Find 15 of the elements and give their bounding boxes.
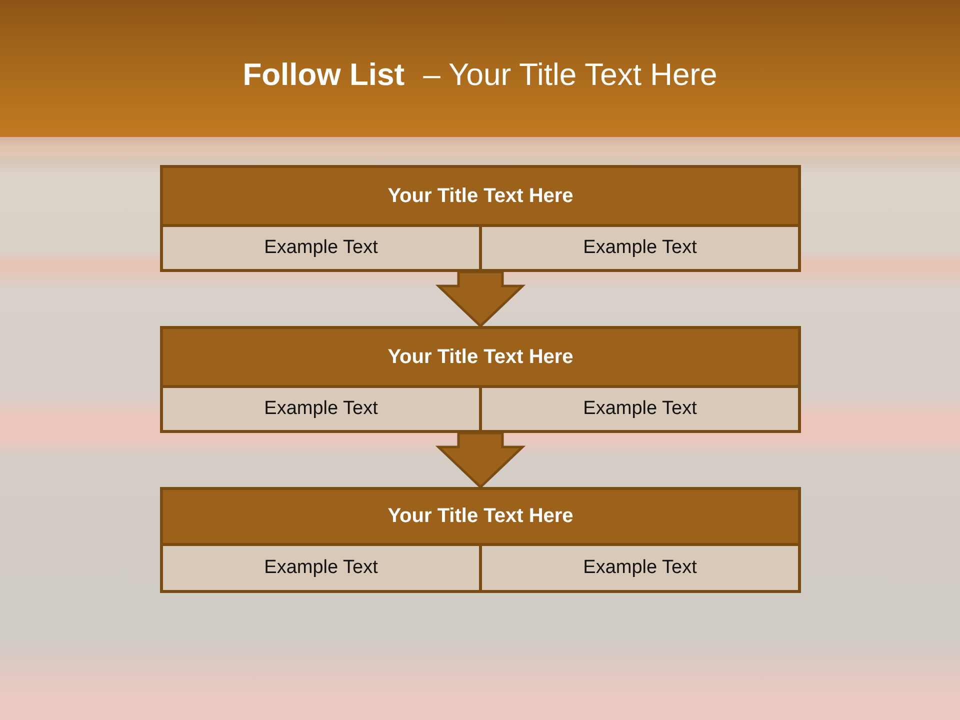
block-arrow <box>435 432 526 489</box>
example-text: Example Text <box>482 546 798 590</box>
example-text: Example Text <box>163 546 479 590</box>
block-title: Your Title Text Here <box>163 490 798 543</box>
block-title: Your Title Text Here <box>163 168 798 224</box>
slide-title: Follow List – Your Title Text Here <box>242 56 718 94</box>
list-block <box>160 165 801 272</box>
block-title: Your Title Text Here <box>163 329 798 385</box>
example-text: Example Text <box>482 388 798 430</box>
list-block <box>160 487 801 593</box>
list-block <box>160 326 801 433</box>
block-arrow <box>435 270 526 328</box>
example-text: Example Text <box>163 388 479 430</box>
example-text: Example Text <box>163 227 479 269</box>
example-text: Example Text <box>482 227 798 269</box>
